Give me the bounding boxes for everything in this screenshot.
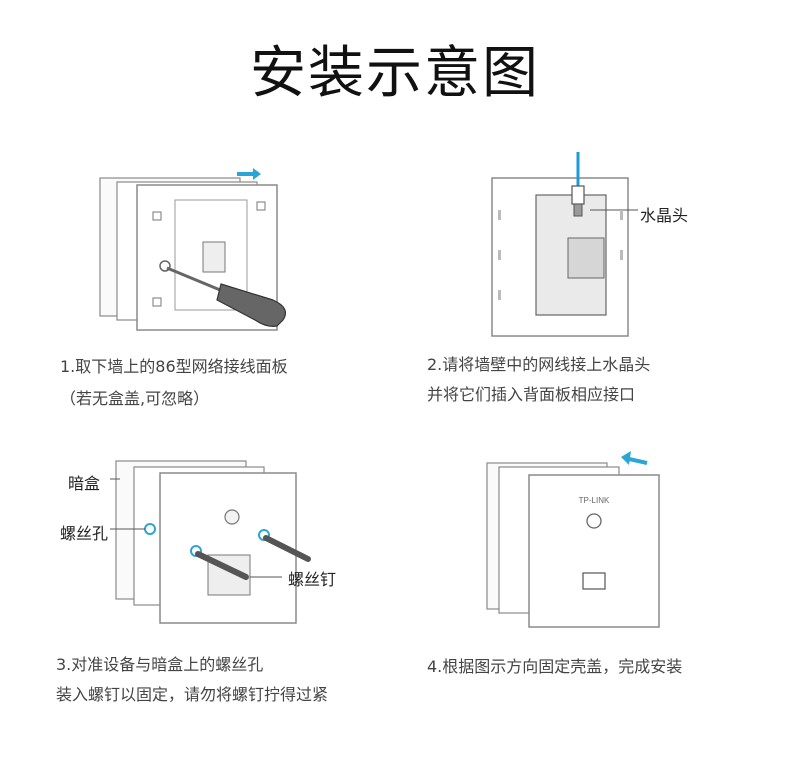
brand-logo: TP-LINK (579, 496, 610, 505)
figure-step4: TP-LINK (483, 445, 693, 635)
step2-line1: 2.请将墙壁中的网线接上水晶头 (427, 355, 651, 374)
screw-callout: 螺丝钉 (288, 570, 337, 589)
arrow-right-icon (237, 168, 261, 180)
step3-line1: 3.对准设备与暗盒上的螺丝孔 (56, 655, 264, 674)
figure-step2 (490, 150, 700, 345)
screw-icon (258, 529, 311, 562)
figure-step4-illustration: TP-LINK (486, 451, 660, 628)
step4-caption: 4.根据图示方向固定壳盖，完成安装 (427, 652, 682, 682)
step3-caption: 3.对准设备与暗盒上的螺丝孔 装入螺钉以固定，请勿将螺钉拧得过紧 (56, 650, 328, 710)
step1-line1: 1.取下墙上的86型网络接线面板 (60, 357, 288, 376)
figure-step1 (95, 160, 305, 340)
step2-caption: 2.请将墙壁中的网线接上水晶头 并将它们插入背面板相应接口 (427, 350, 650, 410)
box-callout: 暗盒 (68, 474, 101, 493)
step2-line2: 并将它们插入背面板相应接口 (427, 385, 636, 404)
screw-icon (190, 545, 249, 580)
figure-step1-illustration (99, 168, 286, 331)
step4-line1: 4.根据图示方向固定壳盖，完成安装 (427, 657, 683, 676)
figure-step2-illustration (491, 152, 638, 337)
hole-callout: 螺丝孔 (60, 524, 109, 543)
page-title: 安装示意图 (250, 41, 540, 106)
step1-caption: 1.取下墙上的86型网络接线面板 （若无盒盖,可忽略） (60, 352, 288, 414)
figure-step3 (110, 455, 311, 635)
step3-line2: 装入螺钉以固定，请勿将螺钉拧得过紧 (56, 685, 329, 704)
step1-line2: （若无盒盖,可忽略） (60, 389, 210, 408)
figure-step3-illustration (110, 460, 311, 624)
arrow-left-icon (621, 451, 648, 465)
connector-callout: 水晶头 (640, 206, 689, 225)
